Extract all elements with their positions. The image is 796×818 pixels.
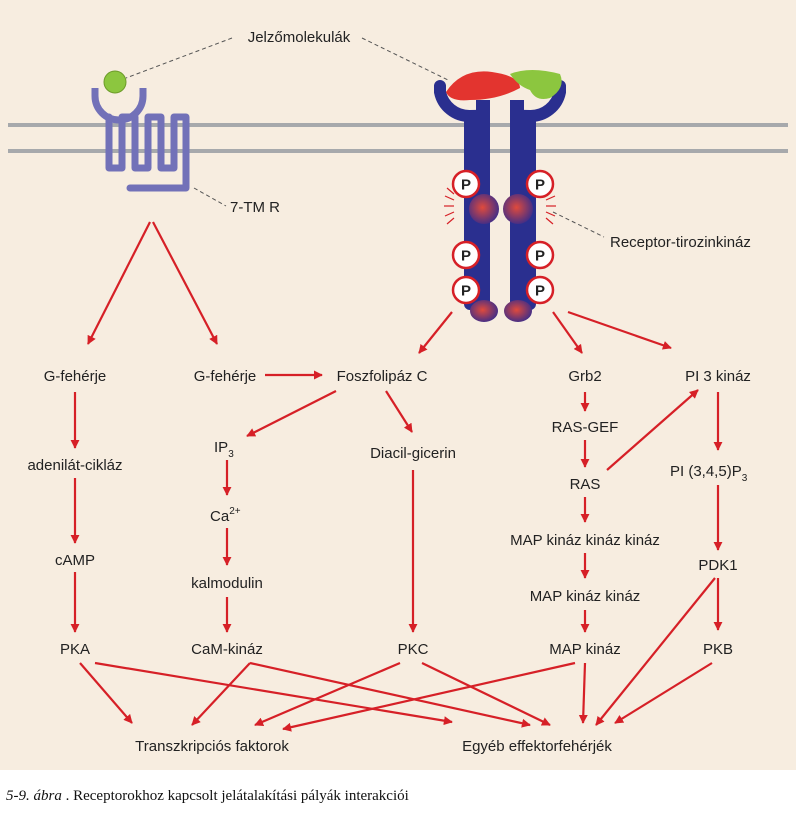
- figure-caption: 5-9. ábra . Receptorokhoz kapcsolt jelát…: [6, 788, 409, 805]
- seven-tm-receptor: [91, 70, 190, 192]
- phosphate-icon: P: [451, 169, 481, 199]
- svg-text:P: P: [461, 177, 471, 194]
- pka-label: PKA: [60, 641, 90, 658]
- signal-molecules-label: Jelzőmolekulák: [248, 29, 351, 46]
- arrow: [614, 662, 713, 724]
- arrow: [94, 661, 453, 726]
- pkb-label: PKB: [703, 641, 733, 658]
- phosphate-icon: P: [525, 169, 555, 199]
- pdk1-label: PDK1: [698, 557, 737, 574]
- svg-text:P: P: [461, 248, 471, 265]
- adenylate-cyclase-label: adenilát-cikláz: [27, 457, 122, 474]
- ras-gef-label: RAS-GEF: [552, 419, 619, 436]
- grb2-label: Grb2: [568, 368, 601, 385]
- pathway-arrows: [70, 221, 723, 732]
- arrow: [595, 577, 716, 726]
- arrow: [249, 661, 531, 728]
- caption-text: . Receptorokhoz kapcsolt jelátalakítási …: [61, 788, 409, 804]
- arrow: [606, 389, 699, 471]
- receptor-tyrosine-kinase-label: Receptor-tirozinkináz: [610, 234, 751, 251]
- leader-lines: [125, 37, 605, 238]
- kinase-domain-icon: [469, 194, 499, 224]
- other-effectors-label: Egyéb effektorfehérjék: [462, 738, 612, 755]
- cam-kinase-label: CaM-kináz: [191, 641, 263, 658]
- arrow: [282, 661, 576, 732]
- phosphate-icon: P: [451, 240, 481, 270]
- arrow: [191, 662, 251, 726]
- transcription-factors-label: Transzkripciós faktorok: [135, 738, 289, 755]
- svg-text:P: P: [535, 177, 545, 194]
- figure-number: 5-9. ábra: [6, 788, 62, 804]
- g-protein-right-label: G-fehérje: [194, 368, 257, 385]
- svg-text:P: P: [461, 283, 471, 300]
- mapk-label: MAP kináz: [549, 641, 620, 658]
- arrow: [421, 662, 551, 726]
- camp-label: cAMP: [55, 552, 95, 569]
- phosphate-icon: P: [451, 275, 481, 305]
- kinase-domain-icon: [470, 300, 498, 322]
- g-protein-left-label: G-fehérje: [44, 368, 107, 385]
- cell-membrane: [8, 123, 788, 153]
- arrow: [246, 390, 337, 437]
- mapkk-label: MAP kináz kináz: [530, 588, 641, 605]
- kinase-domain-icon: [503, 194, 533, 224]
- green-ligand-icon: [103, 70, 127, 94]
- svg-text:P: P: [535, 248, 545, 265]
- calmodulin-label: kalmodulin: [191, 575, 263, 592]
- mapkkk-label: MAP kináz kináz kináz: [510, 532, 660, 549]
- calcium-label: Ca2+: [210, 506, 241, 525]
- pip3-label: PI (3,4,5)P3: [670, 463, 748, 484]
- arrow: [152, 221, 218, 345]
- arrow: [567, 310, 672, 350]
- signaling-pathway-diagram: P P P P P P: [8, 29, 788, 755]
- kinase-domain-icon: [504, 300, 532, 322]
- arrow: [552, 311, 583, 354]
- seven-tm-receptor-label: 7-TM R: [230, 199, 280, 216]
- diacylglycerol-label: Diacil-gicerin: [370, 445, 456, 462]
- diagram-labels: Jelzőmolekulák 7-TM R Receptor-tirozinki…: [27, 29, 750, 755]
- svg-text:P: P: [535, 283, 545, 300]
- ras-label: RAS: [570, 476, 601, 493]
- green-ligand-icon: [510, 70, 562, 99]
- arrow: [87, 221, 151, 345]
- phosphate-icon: P: [525, 240, 555, 270]
- arrow: [79, 662, 133, 724]
- arrow: [385, 390, 413, 433]
- receptor-tyrosine-kinase: P P P P P P: [434, 70, 566, 322]
- arrow: [578, 662, 588, 724]
- red-ligand-icon: [446, 71, 520, 101]
- arrow: [254, 661, 401, 727]
- pkc-label: PKC: [398, 641, 429, 658]
- pi3k-label: PI 3 kináz: [685, 368, 751, 385]
- phospholipase-c-label: Foszfolipáz C: [337, 368, 428, 385]
- ip3-label: IP3: [214, 439, 234, 460]
- phosphate-icon: P: [525, 275, 555, 305]
- arrow: [418, 311, 453, 354]
